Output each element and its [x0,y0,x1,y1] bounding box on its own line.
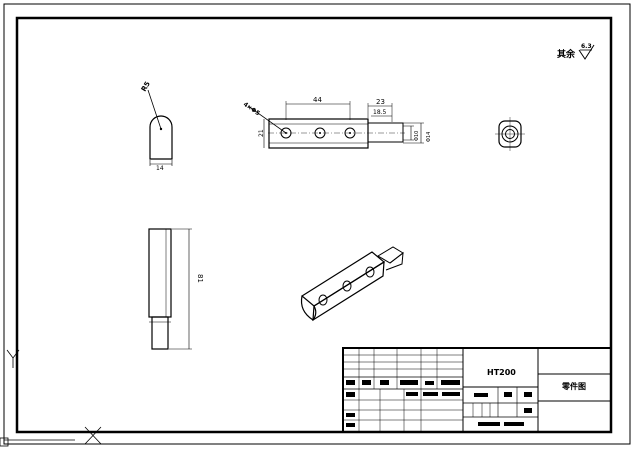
isometric-view [300,246,404,322]
right-end-view [495,117,525,151]
roughness-note: 其余 [557,48,576,60]
roughness-symbol: 其余 6.3 [557,43,595,60]
inner-frame [15,16,613,434]
roughness-value: 6.3 [581,43,592,50]
dim-body-height: 21 [258,129,265,137]
part-code: HT200 [487,368,516,377]
dim-pin-inner-length: 18.5 [373,109,387,116]
end-view: R5 14 [140,80,173,172]
dim-pin-dia-small: Φ10 [414,131,420,141]
dim-hole-spec: 4×Φ5 [242,101,261,117]
dim-pin-dia-large: Φ14 [426,132,432,142]
front-view: 4×Φ5 44 23 18.5 21 Φ10 Φ14 [242,96,432,149]
dim-slot-radius: R5 [140,80,152,93]
dim-body-width: 14 [156,165,164,172]
dim-pin-length: 23 [376,98,385,106]
title-block: HT200 零件图 [342,347,612,433]
dim-side-length: 81 [196,274,204,283]
dim-hole-spacing: 44 [313,96,322,104]
side-view: 81 [148,228,204,350]
ucs-axis-icon [0,349,102,447]
outer-border [3,3,631,445]
title-block-label: 零件图 [561,381,586,391]
